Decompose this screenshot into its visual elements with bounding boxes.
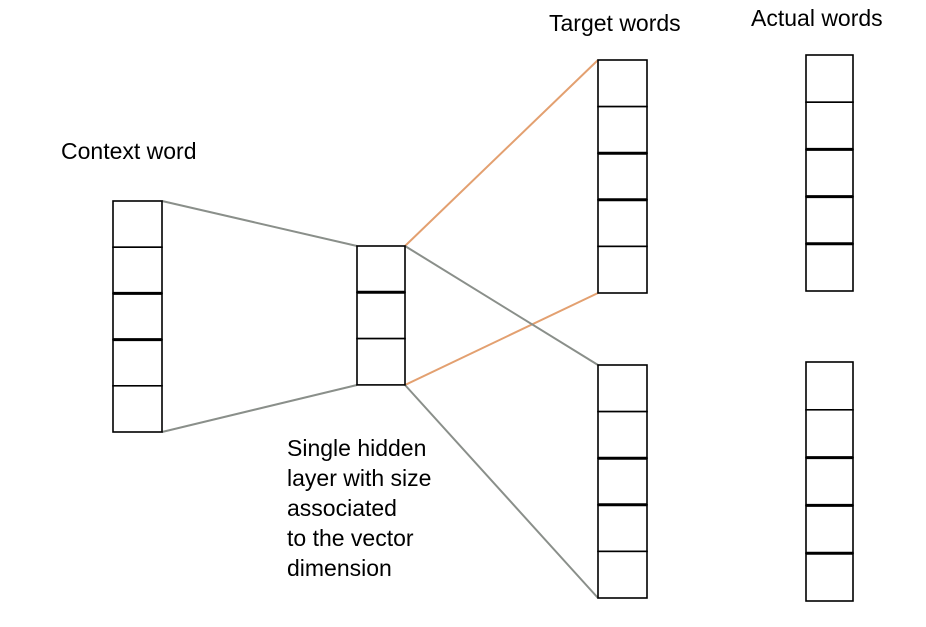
context-vector-cell (112, 384, 163, 433)
actual-vector-1-cell (805, 148, 854, 198)
hidden-to-target1-bottom-line (404, 292, 599, 386)
hidden-note-line-5: dimension (287, 555, 392, 581)
target-vector-2-cell (597, 364, 648, 413)
actual-vector-1-cell (805, 101, 854, 151)
actual-vector-2-cell (805, 504, 854, 554)
target-vector-1-cell (597, 105, 648, 154)
hidden-to-target2-bottom-line (404, 384, 599, 599)
context-word-label: Context word (61, 138, 197, 164)
target-vector-1-cell (597, 245, 648, 294)
hidden-to-target1-top-line (404, 59, 599, 247)
hidden-to-target2-top-line (404, 245, 599, 366)
context-to-hidden-bottom-line (161, 384, 358, 433)
actual-vector-2-cell (805, 408, 854, 459)
actual-vector-1 (805, 54, 854, 292)
actual-vector-2-cell (805, 552, 854, 602)
actual-vector-2 (805, 361, 854, 602)
target-vector-2 (597, 364, 648, 599)
target-words-label: Target words (549, 10, 681, 36)
hidden-note-line-4: to the vector (287, 525, 414, 551)
actual-vector-1-cell (805, 54, 854, 104)
actual-vector-1-cell (805, 195, 854, 245)
context-to-hidden-top-line (161, 200, 358, 247)
context-vector-cell (112, 292, 163, 341)
context-vector (112, 200, 163, 433)
target-vector-2-cell (597, 410, 648, 460)
target-vector-2-cell (597, 457, 648, 506)
context-vector-cell (112, 200, 163, 249)
hidden-note-line-3: associated (287, 495, 397, 521)
target-vector-1-cell (597, 199, 648, 248)
hidden-note-line-2: layer with size (287, 465, 432, 491)
actual-words-label: Actual words (751, 5, 883, 31)
hidden-layer-note: Single hidden layer with size associated… (287, 433, 431, 583)
target-vector-2-cell (597, 503, 648, 553)
connection-lines (161, 59, 599, 599)
target-vector-2-cell (597, 550, 648, 599)
hidden-note-line-1: Single hidden (287, 435, 427, 461)
actual-vector-2-cell (805, 456, 854, 507)
hidden-layer-vector-cell (356, 291, 406, 340)
hidden-layer-vector-cell (356, 337, 406, 386)
hidden-layer-vector-cell (356, 245, 406, 294)
target-vector-1-cell (597, 152, 648, 201)
actual-vector-2-cell (805, 361, 854, 411)
hidden-layer-vector (356, 245, 406, 386)
context-vector-cell (112, 246, 163, 295)
context-vector-cell (112, 338, 163, 387)
vector-boxes (112, 54, 854, 602)
target-vector-1 (597, 59, 648, 294)
actual-vector-1-cell (805, 243, 854, 292)
target-vector-1-cell (597, 59, 648, 108)
